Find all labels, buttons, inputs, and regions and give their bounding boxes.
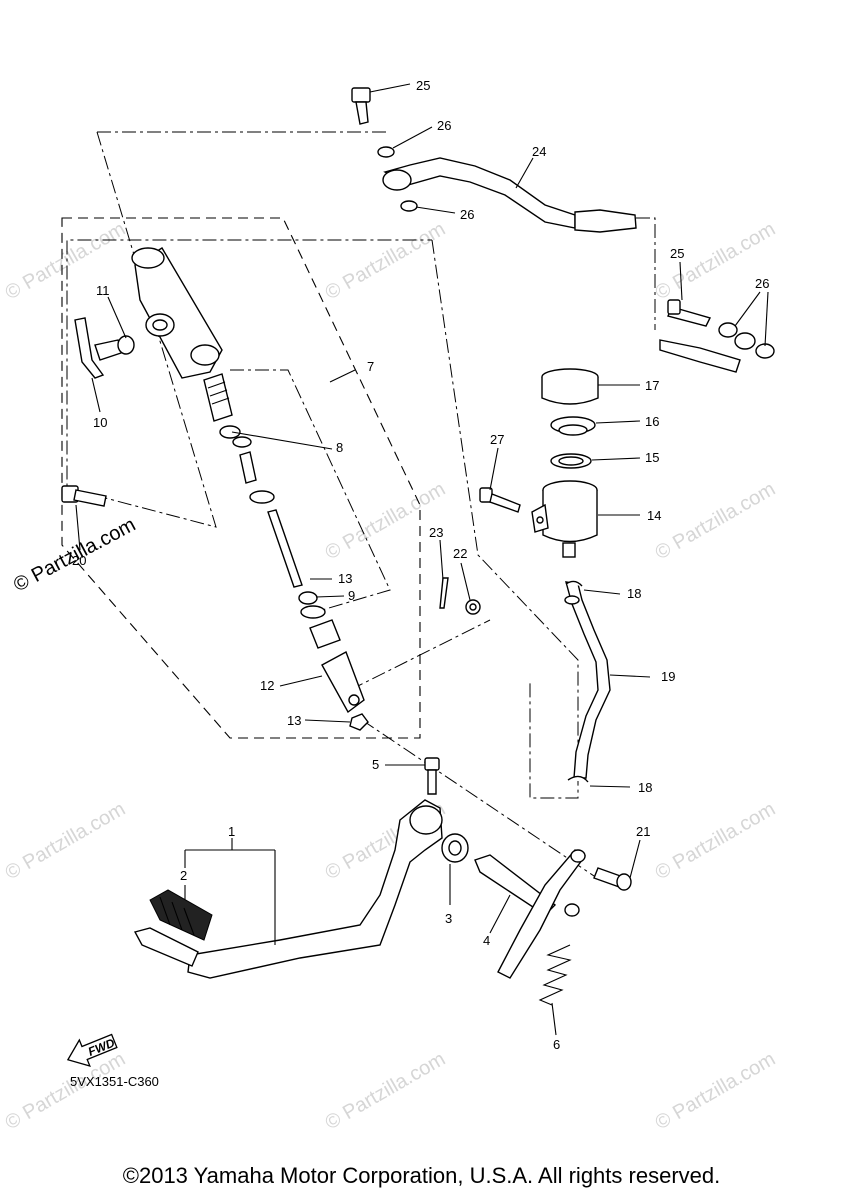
master-cylinder-group-outline xyxy=(61,217,421,739)
callout-10: 10 xyxy=(93,415,107,430)
callout-18: 18 xyxy=(638,780,652,795)
callout-13: 13 xyxy=(287,713,301,728)
watermark: © Partzilla.com xyxy=(322,1048,450,1134)
watermark: © Partzilla.com xyxy=(652,218,780,304)
callout-23: 23 xyxy=(429,525,443,540)
clevis xyxy=(321,651,369,731)
callout-1: 1 xyxy=(228,824,235,839)
callout-9: 9 xyxy=(348,588,355,603)
banjo-bolt-top xyxy=(351,87,418,212)
leader-lines xyxy=(75,83,769,1036)
callout-14: 14 xyxy=(647,508,661,523)
reservoir-hose xyxy=(564,580,611,783)
watermark: © Partzilla.com xyxy=(652,1048,780,1134)
watermark: © Partzilla.com xyxy=(2,798,130,884)
assembly-line-left xyxy=(66,131,432,528)
watermark: © Partzilla.com xyxy=(652,478,780,564)
bolt-5 xyxy=(424,757,440,795)
master-cylinder xyxy=(131,247,223,379)
bolt-27 xyxy=(479,487,521,513)
callout-13: 13 xyxy=(338,571,352,586)
bolt-20 xyxy=(61,485,107,507)
callout-12: 12 xyxy=(260,678,274,693)
drawing-code: 5VX1351-C360 xyxy=(70,1074,159,1089)
watermark: © Partzilla.com xyxy=(652,798,780,884)
callout-24: 24 xyxy=(532,144,546,159)
callout-17: 17 xyxy=(645,378,659,393)
callout-18: 18 xyxy=(627,586,641,601)
return-spring xyxy=(538,944,572,1006)
callout-26: 26 xyxy=(755,276,769,291)
brake-shaft-arm xyxy=(474,849,587,979)
callout-19: 19 xyxy=(661,669,675,684)
callout-26: 26 xyxy=(437,118,451,133)
callout-20: 20 xyxy=(72,553,86,568)
banjo-bolt-right xyxy=(659,299,775,373)
assembly-line-arm xyxy=(361,719,601,881)
watermark: © Partzilla.com xyxy=(2,218,130,304)
brake-pedal xyxy=(133,799,443,979)
washer-3-hole xyxy=(448,840,462,856)
reservoir-assembly xyxy=(531,368,599,558)
assembly-line-hose xyxy=(431,239,579,799)
callout-5: 5 xyxy=(372,757,379,772)
callout-25: 25 xyxy=(670,246,684,261)
callout-11: 11 xyxy=(96,283,110,298)
watermark: © Partzilla.com xyxy=(322,478,450,564)
callout-4: 4 xyxy=(483,933,490,948)
clevis-pin xyxy=(593,867,632,891)
callout-26: 26 xyxy=(460,207,474,222)
pin-and-washer xyxy=(439,577,481,615)
callout-21: 21 xyxy=(636,824,650,839)
assembly-line-rod xyxy=(230,369,391,616)
watermark: © Partzilla.com xyxy=(2,1048,130,1134)
callout-6: 6 xyxy=(553,1037,560,1052)
callout-22: 22 xyxy=(453,546,467,561)
assembly-line-clevis xyxy=(349,619,491,691)
assembly-line-hose-right xyxy=(636,217,656,330)
pin-and-joint xyxy=(74,317,135,379)
callout-layer: 25 26 24 26 25 26 17 16 15 27 14 18 19 1… xyxy=(72,78,769,1052)
fwd-arrow-icon: FWD xyxy=(66,1033,118,1067)
callout-25: 25 xyxy=(416,78,430,93)
watermark: © Partzilla.com xyxy=(322,218,450,304)
callout-2: 2 xyxy=(180,868,187,883)
copyright-notice: ©2013 Yamaha Motor Corporation, U.S.A. A… xyxy=(122,1163,721,1188)
callout-3: 3 xyxy=(445,911,452,926)
callout-15: 15 xyxy=(645,450,659,465)
callout-16: 16 xyxy=(645,414,659,429)
callout-8: 8 xyxy=(336,440,343,455)
internal-parts-stack xyxy=(203,373,341,649)
callout-27: 27 xyxy=(490,432,504,447)
callout-7: 7 xyxy=(367,359,374,374)
brake-hose xyxy=(382,157,637,233)
